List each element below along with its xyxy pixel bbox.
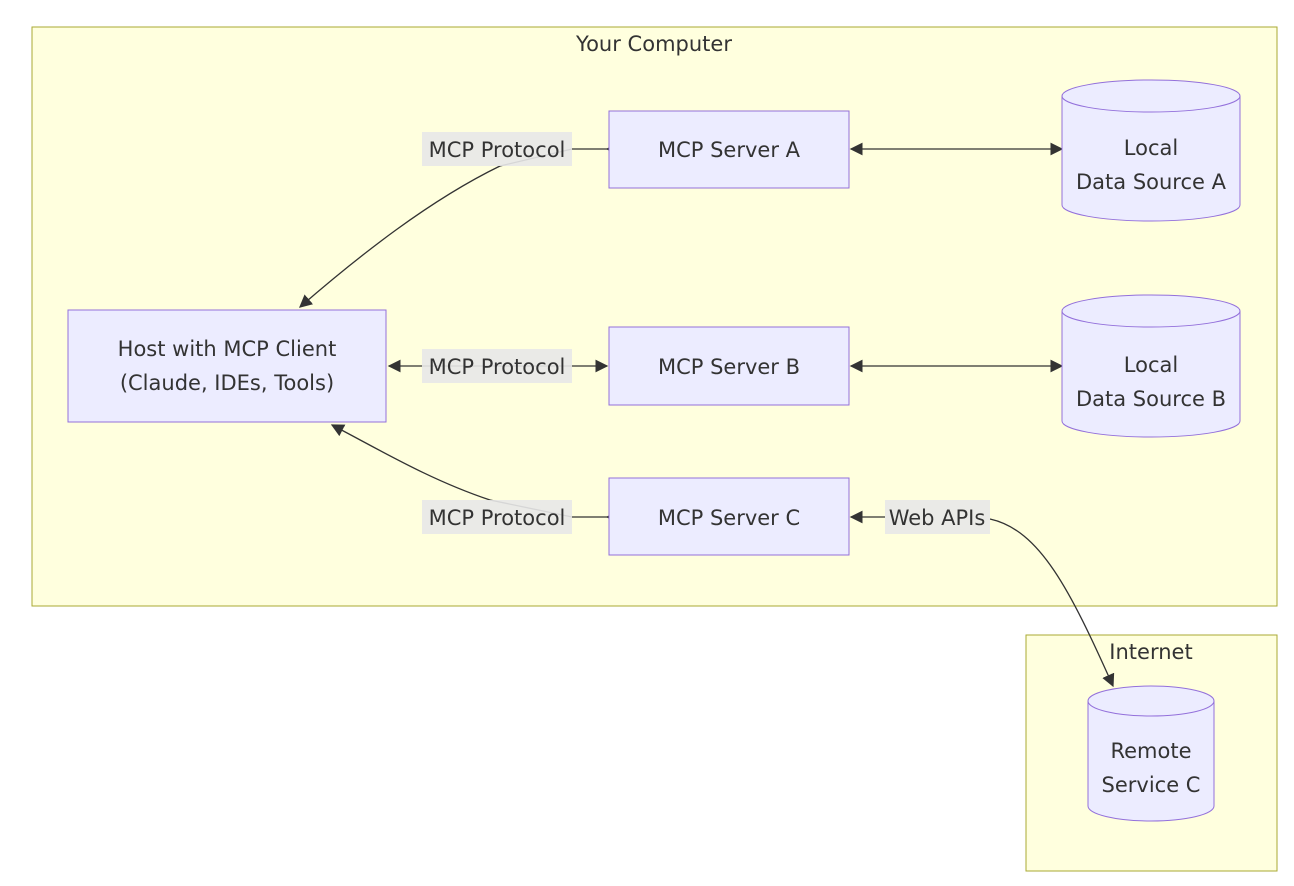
svg-text:MCP Server A: MCP Server A — [658, 138, 801, 162]
node-host-with-mcp-client[interactable]: Host with MCP Client (Claude, IDEs, Tool… — [67, 309, 387, 423]
svg-text:Service C: Service C — [1102, 773, 1201, 797]
svg-text:MCP Protocol: MCP Protocol — [429, 355, 566, 379]
node-mcp-server-a[interactable]: MCP Server A — [608, 110, 850, 189]
svg-text:Local: Local — [1124, 353, 1178, 377]
cluster-label-your-computer: Your Computer — [575, 32, 732, 56]
svg-text:MCP Server C: MCP Server C — [658, 506, 800, 530]
svg-text:Remote: Remote — [1110, 739, 1191, 763]
svg-text:Host with MCP Client: Host with MCP Client — [118, 337, 337, 361]
edge-label-host-c: MCP Protocol — [422, 500, 572, 534]
edge-host-server-c — [330, 424, 619, 524]
svg-text:MCP Protocol: MCP Protocol — [429, 138, 566, 162]
node-mcp-server-c[interactable]: MCP Server C — [608, 477, 850, 556]
node-local-data-source-a[interactable]: Local Data Source A — [1061, 79, 1241, 222]
edge-server-c-remote — [851, 517, 1113, 686]
edge-label-host-a: MCP Protocol — [422, 132, 572, 166]
node-local-data-source-b[interactable]: Local Data Source B — [1061, 294, 1241, 438]
svg-text:Web APIs: Web APIs — [889, 506, 986, 530]
svg-text:Local: Local — [1124, 136, 1178, 160]
cluster-label-internet: Internet — [1109, 640, 1192, 664]
svg-text:MCP Server B: MCP Server B — [658, 355, 800, 379]
edge-label-web-apis: Web APIs — [885, 500, 990, 534]
svg-text:Data Source B: Data Source B — [1076, 387, 1226, 411]
node-mcp-server-b[interactable]: MCP Server B — [608, 326, 850, 406]
node-remote-service-c[interactable]: Remote Service C — [1087, 685, 1215, 822]
edge-label-host-b: MCP Protocol — [422, 349, 572, 383]
svg-text:(Claude, IDEs, Tools): (Claude, IDEs, Tools) — [120, 371, 334, 395]
svg-text:Data Source A: Data Source A — [1076, 170, 1227, 194]
edge-host-server-a — [299, 142, 619, 308]
svg-text:MCP Protocol: MCP Protocol — [429, 506, 566, 530]
